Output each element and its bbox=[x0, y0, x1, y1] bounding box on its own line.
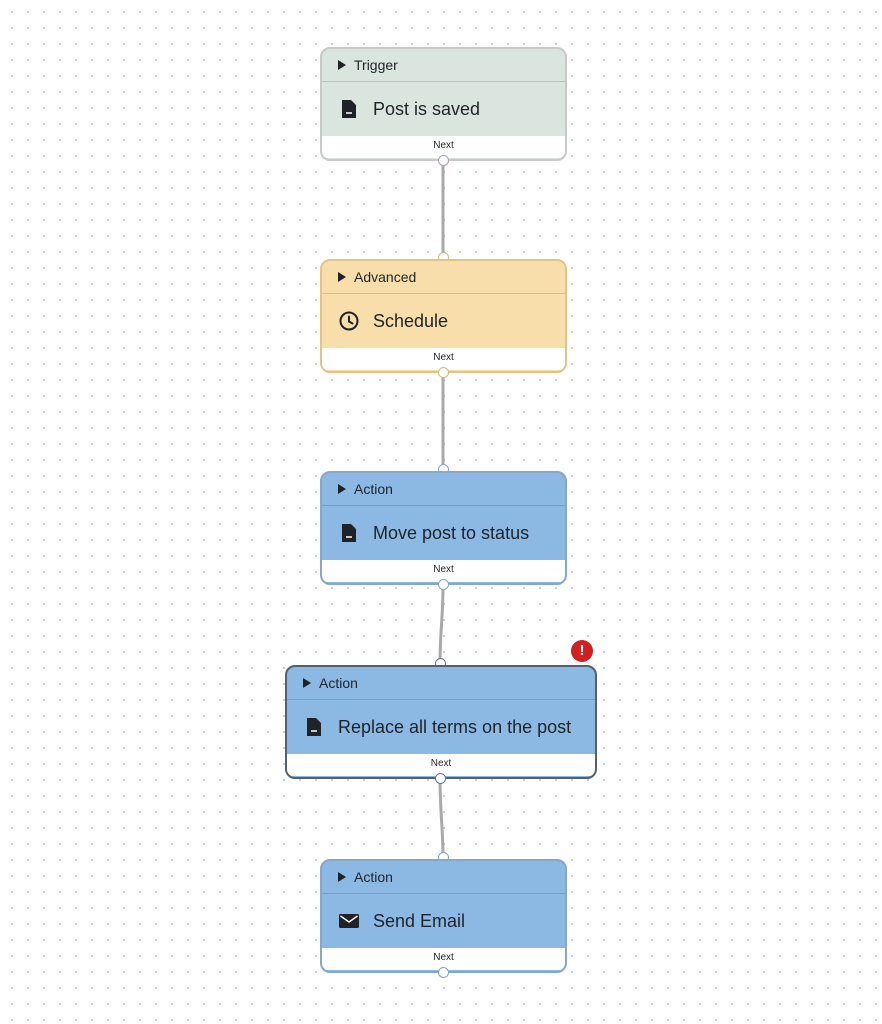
output-handle[interactable] bbox=[435, 773, 446, 784]
error-badge[interactable]: ! bbox=[571, 640, 593, 662]
node-type-label: Action bbox=[354, 481, 393, 497]
document-icon bbox=[338, 98, 360, 120]
node-title: Move post to status bbox=[373, 522, 530, 543]
node-title: Post is saved bbox=[373, 98, 481, 119]
node-header[interactable]: Action bbox=[287, 667, 595, 700]
connector-4 bbox=[438, 777, 445, 859]
node-body[interactable]: Replace all terms on the post bbox=[287, 700, 595, 754]
node-footer: Next bbox=[322, 560, 565, 582]
node-type-label: Trigger bbox=[354, 57, 398, 73]
node-footer: Next bbox=[322, 136, 565, 158]
node-title: Send Email bbox=[373, 910, 466, 931]
action-node-replace-terms[interactable]: Action Replace all terms on the post Nex… bbox=[285, 665, 597, 779]
action-node-send-email[interactable]: Action Send Email Next bbox=[320, 859, 567, 973]
node-body[interactable]: Move post to status bbox=[322, 506, 565, 560]
node-footer: Next bbox=[322, 348, 565, 370]
collapse-caret-icon[interactable] bbox=[303, 678, 311, 688]
node-footer: Next bbox=[287, 754, 595, 776]
node-type-label: Advanced bbox=[354, 269, 417, 285]
output-handle[interactable] bbox=[438, 967, 449, 978]
trigger-node[interactable]: Trigger Post is saved Next bbox=[320, 47, 567, 161]
output-handle[interactable] bbox=[438, 579, 449, 590]
output-handle[interactable] bbox=[438, 155, 449, 166]
node-footer: Next bbox=[322, 948, 565, 970]
advanced-node[interactable]: Advanced Schedule Next bbox=[320, 259, 567, 373]
node-header[interactable]: Action bbox=[322, 861, 565, 894]
collapse-caret-icon[interactable] bbox=[338, 272, 346, 282]
document-icon bbox=[303, 716, 325, 738]
node-type-label: Action bbox=[354, 869, 393, 885]
node-body[interactable]: Send Email bbox=[322, 894, 565, 948]
node-header[interactable]: Trigger bbox=[322, 49, 565, 82]
node-body[interactable]: Post is saved bbox=[322, 82, 565, 136]
action-node-move-post[interactable]: Action Move post to status Next bbox=[320, 471, 567, 585]
clock-icon bbox=[338, 310, 360, 332]
node-title: Replace all terms on the post bbox=[338, 716, 572, 737]
node-body[interactable]: Schedule bbox=[322, 294, 565, 348]
collapse-caret-icon[interactable] bbox=[338, 484, 346, 494]
connector-3 bbox=[438, 583, 445, 665]
envelope-icon bbox=[338, 910, 360, 932]
document-icon bbox=[338, 522, 360, 544]
node-header[interactable]: Action bbox=[322, 473, 565, 506]
node-title: Schedule bbox=[373, 310, 449, 331]
collapse-caret-icon[interactable] bbox=[338, 872, 346, 882]
output-handle[interactable] bbox=[438, 367, 449, 378]
node-header[interactable]: Advanced bbox=[322, 261, 565, 294]
collapse-caret-icon[interactable] bbox=[338, 60, 346, 70]
node-type-label: Action bbox=[319, 675, 358, 691]
